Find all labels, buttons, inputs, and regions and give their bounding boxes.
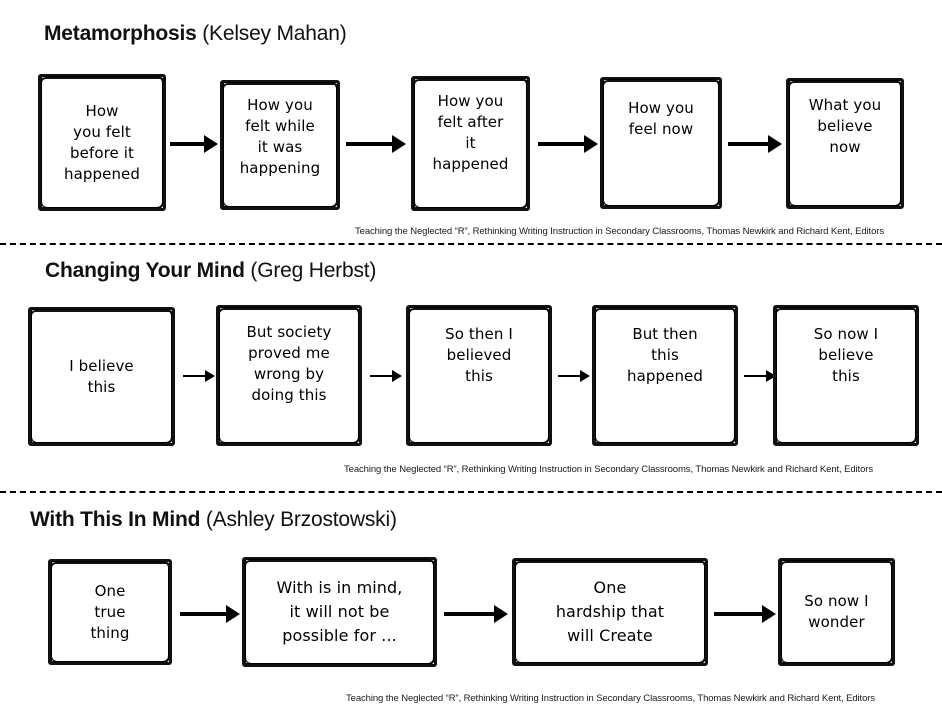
flow-box-text: One hardship that will Create [555,578,665,645]
arrow-shaft [180,612,228,616]
arrow-head [762,605,776,623]
section-title-strong: Metamorphosis [44,22,197,45]
arrow-head [766,370,776,382]
arrow-head [205,370,215,382]
flow-box[interactable]: So now I believe this [773,305,919,446]
arrow-head [584,135,598,153]
arrow-shaft [538,142,586,146]
section-with-this-in-mind: With This In Mind (Ashley Brzostowski) O… [0,495,942,728]
flow-box[interactable]: One true thing [48,559,172,665]
arrow-icon [744,369,776,383]
flow-box-text: What you believe now [808,96,882,156]
arrow-icon [183,369,215,383]
flow-box[interactable]: I believe this [28,307,175,446]
arrow-icon [444,605,508,623]
arrow-shaft [558,375,582,377]
section-title-changing-your-mind: Changing Your Mind (Greg Herbst) [45,259,376,283]
section-metamorphosis: Metamorphosis (Kelsey Mahan) How you fel… [0,0,942,242]
arrow-icon [180,605,240,623]
flow-box[interactable]: What you believe now [786,78,904,209]
arrow-icon [346,135,406,153]
arrow-head [768,135,782,153]
flow-box[interactable]: But then this happened [592,305,738,446]
flow-box-text: How you felt after it happened [432,92,509,173]
arrow-head [580,370,590,382]
flow-box[interactable]: One hardship that will Create [512,558,708,666]
attribution-text: Teaching the Neglected “R”, Rethinking W… [344,464,873,475]
section-title-strong: Changing Your Mind [45,259,245,282]
arrow-icon [714,605,776,623]
arrow-icon [558,369,590,383]
flow-box-text: So now I wonder [804,592,869,631]
arrow-head [392,135,406,153]
attribution-text: Teaching the Neglected “R”, Rethinking W… [355,226,884,237]
arrow-head [494,605,508,623]
arrow-shaft [728,142,770,146]
arrow-shaft [183,375,207,377]
arrow-head [226,605,240,623]
arrow-shaft [744,375,768,377]
flow-box-text: I believe this [69,356,134,396]
arrow-head [204,135,218,153]
arrow-shaft [714,612,764,616]
flow-box[interactable]: With is in mind, it will not be possible… [242,557,437,667]
arrow-shaft [370,375,394,377]
section-title-author: (Ashley Brzostowski) [205,508,397,531]
arrow-shaft [444,612,496,616]
arrow-icon [370,369,402,383]
flow-box[interactable]: How you felt while it was happening [220,80,340,210]
arrow-head [392,370,402,382]
section-title-author: (Greg Herbst) [250,259,377,282]
arrow-shaft [170,142,206,146]
arrow-icon [170,135,218,153]
flow-box[interactable]: How you felt after it happened [411,76,530,211]
flow-box[interactable]: So then I believed this [406,305,552,446]
flow-box-text: So then I believed this [445,325,513,385]
flow-box[interactable]: How you felt before it happened [38,74,166,211]
flow-box[interactable]: But society proved me wrong by doing thi… [216,305,362,446]
flow-box-text: How you feel now [628,99,694,138]
section-divider [0,491,942,493]
flow-box[interactable]: So now I wonder [778,558,895,666]
section-title-strong: With This In Mind [30,508,201,531]
arrow-icon [728,135,782,153]
section-title-author: (Kelsey Mahan) [202,22,347,45]
section-title-metamorphosis: Metamorphosis (Kelsey Mahan) [44,22,347,46]
section-title-with-this-in-mind: With This In Mind (Ashley Brzostowski) [30,508,397,532]
arrow-shaft [346,142,394,146]
arrow-icon [538,135,598,153]
flow-box-text: One true thing [90,581,130,642]
section-changing-your-mind: Changing Your Mind (Greg Herbst) I belie… [0,245,942,489]
flow-box-text: So now I believe this [813,325,879,385]
flow-box-text: But then this happened [626,325,704,385]
flow-box-text: How you felt before it happened [63,101,141,183]
attribution-text: Teaching the Neglected “R”, Rethinking W… [346,693,875,704]
flow-box-text: How you felt while it was happening [239,96,321,177]
section-divider [0,243,942,245]
flow-box[interactable]: How you feel now [600,77,722,209]
flow-box-text: With is in mind, it will not be possible… [276,578,403,645]
flow-box-text: But society proved me wrong by doing thi… [246,323,332,404]
